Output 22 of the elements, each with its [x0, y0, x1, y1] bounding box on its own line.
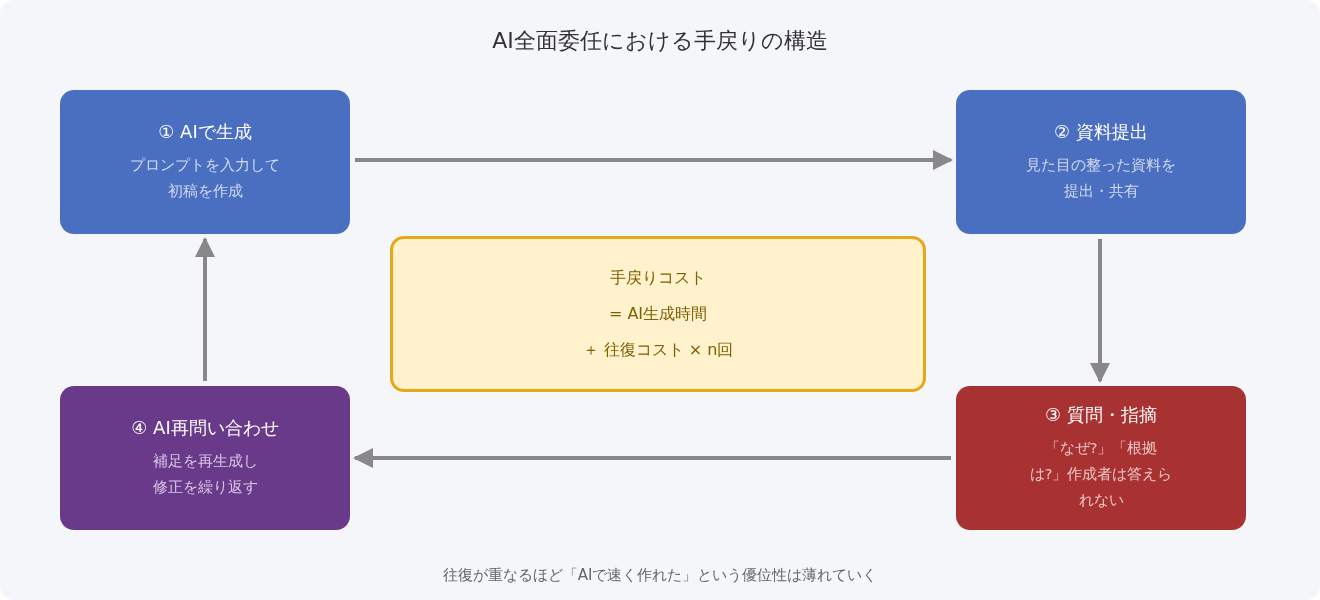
- process-box: [956, 90, 1246, 234]
- step-description: 「なぜ?」「根拠は?」作成者は答えられない: [1028, 439, 1174, 510]
- diagram-title: AI全面委任における手戻りの構造: [492, 27, 828, 55]
- caption: 往復が重なるほど「AIで速く作れた」という優位性は薄れていく: [442, 566, 878, 585]
- formula-line: 手戻りコスト: [610, 267, 706, 289]
- arrow: [195, 237, 215, 381]
- arrow: [355, 150, 953, 170]
- step-description: 見た目の整った資料を提出・共有: [1026, 156, 1176, 201]
- formula-line: = AI生成時間: [608, 303, 708, 325]
- step-heading: ① AIで生成: [158, 120, 252, 144]
- step-description: 補足を再生成し修正を繰り返す: [151, 452, 259, 497]
- step-description: プロンプトを入力して初稿を作成: [130, 156, 280, 201]
- process-box: [60, 386, 350, 530]
- formula-box: [390, 236, 926, 392]
- arrow: [353, 448, 951, 468]
- step-heading: ④ AI再問い合わせ: [131, 416, 279, 440]
- arrow: [1090, 239, 1110, 383]
- process-box: [60, 90, 350, 234]
- step-heading: ② 資料提出: [1054, 120, 1148, 144]
- process-box: [956, 386, 1246, 530]
- step-heading: ③ 質問・指摘: [1045, 403, 1157, 427]
- formula-line: ＋ 往復コスト × n回: [582, 339, 734, 361]
